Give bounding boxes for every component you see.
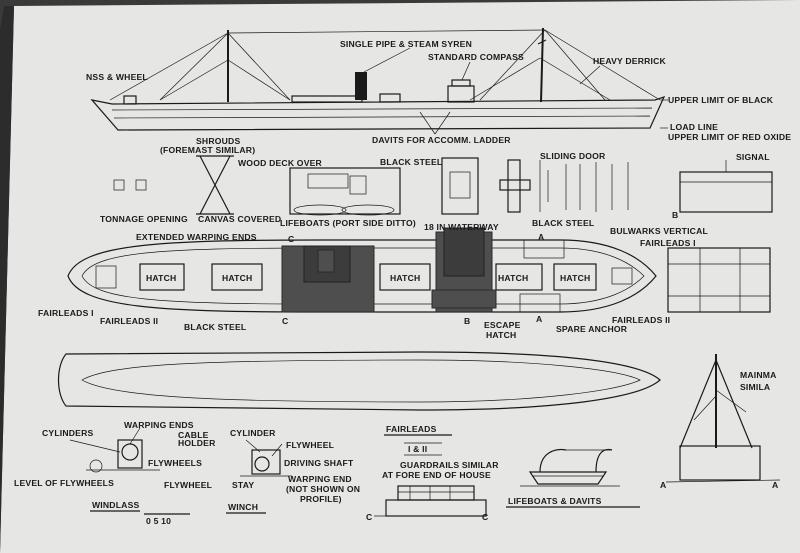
label-lifeboats-port: LIFEBOATS (PORT SIDE DITTO) (280, 218, 416, 228)
label-hatch-5: HATCH (560, 273, 590, 283)
windlass-drawing (69, 427, 160, 473)
label-windlass: WINDLASS (92, 500, 139, 510)
label-upper-limit-red: UPPER LIMIT OF RED OXIDE (668, 132, 791, 142)
label-section-c-bottom: C (282, 316, 288, 326)
label-section-c-left: C (366, 512, 372, 522)
label-cylinders: CYLINDERS (42, 428, 94, 438)
label-single-pipe: SINGLE PIPE & STEAM SYREN (340, 39, 472, 49)
label-black-steel-top: BLACK STEEL (380, 157, 442, 167)
label-black-steel-mid: BLACK STEEL (532, 218, 594, 228)
label-mainmast: MAINMA (740, 370, 777, 380)
mainmast-elevation (665, 354, 781, 483)
label-warping-ends: WARPING ENDS (124, 420, 194, 430)
hatch-plan-1 (139, 263, 185, 291)
label-nss-wheel: NSS & WHEEL (86, 72, 148, 82)
lifeboat-davit-drawing (520, 448, 620, 487)
label-shrouds: SHROUDS (196, 136, 240, 146)
label-section-a-mm-right: A (772, 480, 778, 490)
label-extended-warping: EXTENDED WARPING ENDS (136, 232, 257, 242)
fore-house-elevation (374, 485, 487, 517)
label-guardrails-2: AT FORE END OF HOUSE (382, 470, 491, 480)
label-section-a-top: A (538, 232, 544, 242)
label-davits-accomm: DAVITS FOR ACCOMM. LADDER (372, 135, 511, 145)
label-heavy-derrick: HEAVY DERRICK (593, 56, 667, 66)
label-flywheels: FLYWHEELS (148, 458, 202, 468)
label-holder: HOLDER (178, 438, 216, 448)
paper-shadow-edge (0, 6, 14, 553)
label-fairleads-heading: FAIRLEADS (386, 424, 437, 434)
label-fairleads-ii-right: FAIRLEADS II (612, 315, 670, 325)
label-driving-shaft: DRIVING SHAFT (284, 458, 354, 468)
label-hatch-1: HATCH (146, 273, 176, 283)
label-black-steel-low: BLACK STEEL (184, 322, 246, 332)
label-bulwarks: BULWARKS VERTICAL (610, 226, 708, 236)
label-section-b-bottom: B (464, 316, 470, 326)
deck-plan (67, 227, 657, 313)
label-warping-end-3: PROFILE) (300, 494, 342, 504)
label-fairleads-i-left: FAIRLEADS I (38, 308, 94, 318)
rigging-lines (109, 29, 661, 101)
label-flywheel-top: FLYWHEEL (286, 440, 334, 450)
hatch-plan-2 (211, 263, 263, 291)
label-fairleads-i-top: FAIRLEADS I (640, 238, 696, 248)
label-warping-end-2: (NOT SHOWN ON (286, 484, 360, 494)
label-escape-hatch: HATCH (486, 330, 516, 340)
label-wood-deck: WOOD DECK OVER (238, 158, 323, 168)
label-winch: WINCH (228, 502, 258, 512)
label-hatch-3: HATCH (390, 273, 420, 283)
label-escape: ESCAPE (484, 320, 521, 330)
label-flywheel-left: FLYWHEEL (164, 480, 212, 490)
label-stay: STAY (232, 480, 254, 490)
label-standard-compass: STANDARD COMPASS (428, 52, 524, 62)
winch-drawing (240, 439, 292, 477)
label-section-a-bottom: A (536, 314, 542, 324)
label-cylinder: CYLINDER (230, 428, 276, 438)
label-hatch-2: HATCH (222, 273, 252, 283)
hull-bottom-outline (57, 351, 661, 411)
label-mainmast-similar: SIMILA (740, 382, 770, 392)
label-warping-end-1: WARPING END (288, 474, 352, 484)
label-fairleads-ii-left: FAIRLEADS II (100, 316, 158, 326)
label-section-a-mm-left: A (660, 480, 666, 490)
hatch-plan-4 (495, 263, 543, 291)
label-canvas: CANVAS COVERED (198, 214, 281, 224)
label-signal: SIGNAL (736, 152, 770, 162)
detail-row (113, 155, 773, 216)
label-section-c-right: C (482, 512, 488, 522)
deckhouse-plan (289, 167, 401, 215)
label-section-b-right: B (672, 210, 678, 220)
hull-profile (90, 95, 666, 131)
mainmast-profile (540, 27, 544, 103)
hatch-plan-3 (379, 263, 431, 291)
label-hatch-4: HATCH (498, 273, 528, 283)
hatch-plan-5 (553, 263, 597, 291)
hull-deck-outline (67, 239, 657, 313)
funnel (355, 72, 367, 100)
label-guardrails-1: GUARDRAILS SIMILAR (400, 460, 499, 470)
deckhouse-side-plan (667, 247, 771, 313)
label-upper-limit-black: UPPER LIMIT OF BLACK (668, 95, 774, 105)
label-section-c-top: C (288, 234, 294, 244)
label-sliding-door: SLIDING DOOR (540, 151, 606, 161)
label-load-line: LOAD LINE (670, 122, 718, 132)
label-foremast-similar: (FOREMAST SIMILAR) (160, 145, 255, 155)
label-waterway: 18 IN WATERWAY (424, 222, 499, 232)
label-scale: 0 5 10 (146, 516, 171, 526)
label-fairleads-roman: I & II (408, 444, 427, 454)
label-tonnage-opening: TONNAGE OPENING (100, 214, 188, 224)
label-level-flywheels: LEVEL OF FLYWHEELS (14, 478, 114, 488)
label-cable: CABLE (178, 430, 209, 440)
profile-view (90, 27, 668, 135)
label-lifeboats-davits: LIFEBOATS & DAVITS (508, 496, 602, 506)
label-spare-anchor: SPARE ANCHOR (556, 324, 628, 334)
